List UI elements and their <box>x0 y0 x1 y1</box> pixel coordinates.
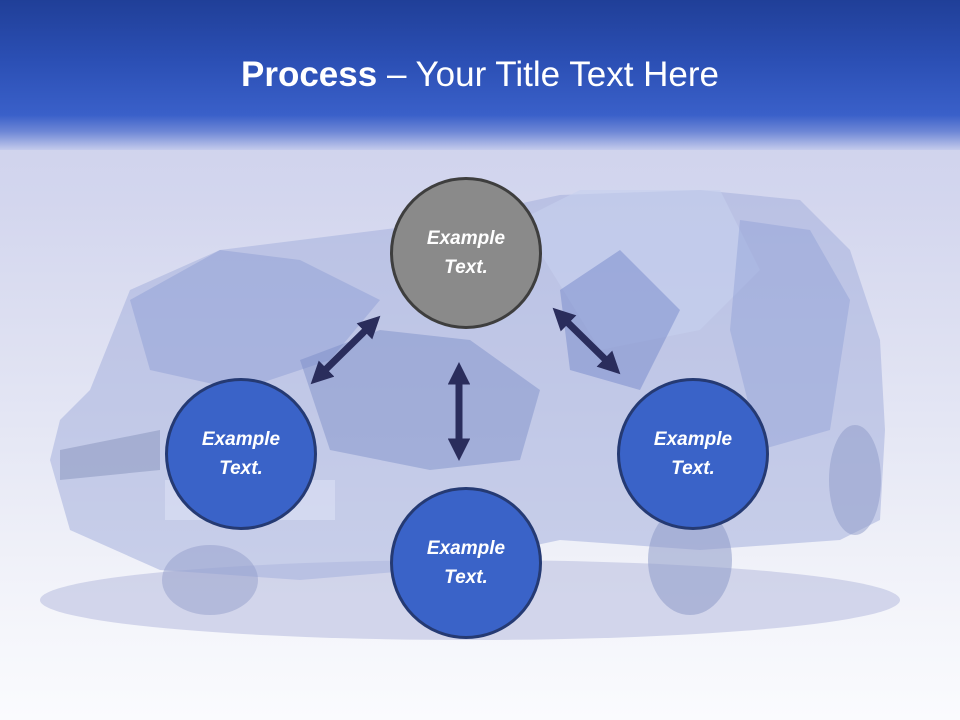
node-left-line2: Text. <box>219 458 263 479</box>
slide-title: Process – Your Title Text Here <box>0 52 960 98</box>
arrow-top-left <box>310 315 381 385</box>
node-top-line1: Example <box>426 228 506 249</box>
node-top-line2: Text. <box>444 257 488 278</box>
node-right-line2: Text. <box>671 458 715 479</box>
header-band <box>0 0 960 150</box>
slide-title-bold: Process <box>241 55 378 94</box>
node-left-line1: Example <box>201 429 281 450</box>
node-bottom-line2: Text. <box>444 567 488 588</box>
node-bottom-line1: Example <box>426 538 506 559</box>
arrow-top-right <box>552 307 621 375</box>
node-right-line1: Example <box>653 429 733 450</box>
slide-title-rest: – Your Title Text Here <box>377 55 719 94</box>
